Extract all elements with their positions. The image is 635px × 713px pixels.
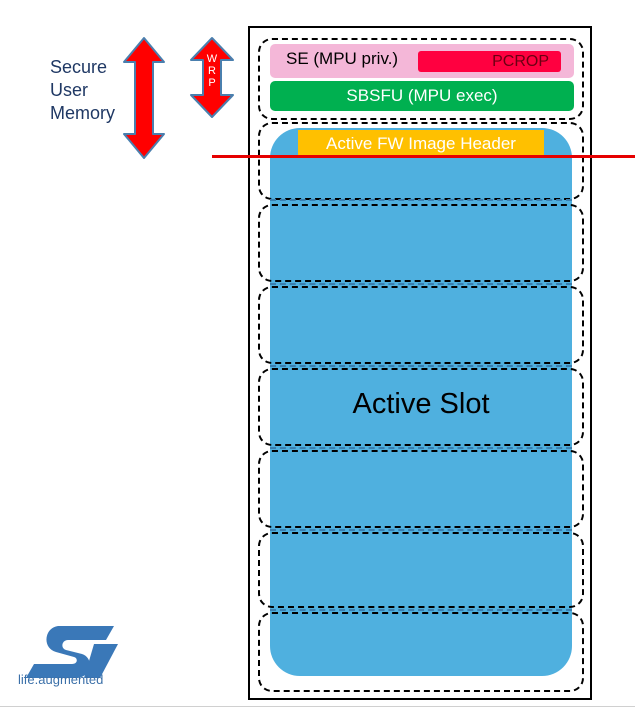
bottom-divider [0,706,635,707]
label-line-3: Memory [50,103,116,123]
wrp-double-arrow [190,37,234,118]
slot-separator-2 [270,283,572,285]
wrp-label: W R P [196,53,228,89]
sector-box-6 [258,532,584,608]
active-slot-label: Active Slot [352,388,490,420]
sector-box-7 [258,612,584,692]
slot-separator-1 [270,199,572,201]
label-line-2: User [50,80,89,100]
tagline-dot: . [34,672,39,687]
sector-box-2 [258,204,584,282]
secure-user-memory-label: Secure User Memory [50,56,140,125]
slot-separator-3 [270,365,572,367]
secure-boundary-line [212,155,635,158]
wrp-letter-r: R [208,65,216,77]
slot-separator-6 [270,609,572,611]
sector-box-3 [258,286,584,364]
sbsfu-region: SBSFU (MPU exec) [270,81,574,111]
slot-separator-4 [270,447,572,449]
sector-box-5 [258,450,584,528]
tagline-suffix: augmented [38,672,104,687]
st-tagline: life.augmented [18,672,103,687]
wrp-letter-p: P [208,77,216,89]
wrp-letter-w: W [206,53,218,65]
sbsfu-label: SBSFU (MPU exec) [346,86,498,105]
sector-box-4 [258,368,584,446]
header-label: Active FW Image Header [326,134,516,153]
secure-memory-double-arrow [123,37,165,159]
memory-map-frame [248,26,592,700]
active-fw-image-header: Active FW Image Header [298,130,544,158]
se-label: SE (MPU priv.) [286,49,399,68]
secure-sector-box [258,38,584,120]
label-line-1: Secure [50,57,108,77]
tagline-prefix: life [18,672,35,687]
active-slot-region [270,128,572,676]
pcrop-region: PCROP [418,51,561,72]
st-logo-icon [26,626,118,678]
slot-separator-5 [270,529,572,531]
